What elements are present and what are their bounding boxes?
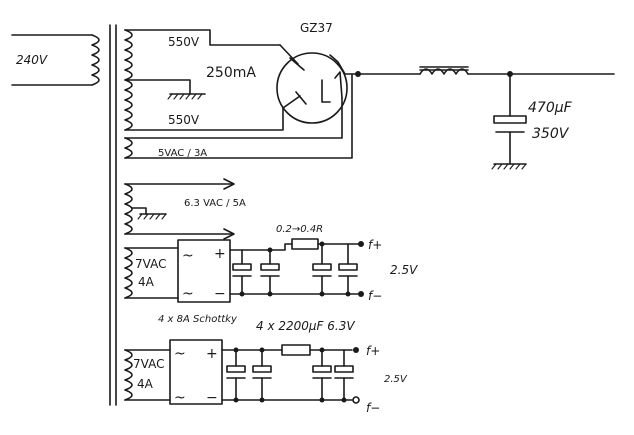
- rectifier-heater-winding: [124, 73, 353, 159]
- filament-supply-1: [124, 238, 364, 303]
- heater-63-label: 6.3 VAC / 5A: [184, 198, 246, 209]
- pos-terminal-2-label: f+: [366, 344, 380, 358]
- filament-supply-2: [124, 339, 360, 405]
- resistor-value-label: 0.2→0.4R: [276, 224, 323, 235]
- rectifier-heater-label: 5VAC / 3A: [158, 148, 207, 159]
- hv-bottom-voltage-label: 550V: [168, 113, 200, 127]
- bridge-1-ac-top: ~: [182, 248, 194, 264]
- bridge-2-ac-bottom: ~: [174, 390, 186, 406]
- hv-current-label: 250mA: [206, 65, 256, 81]
- winding-2-amps-label: 4A: [137, 377, 154, 391]
- mains-voltage-label: 240V: [16, 53, 48, 67]
- winding-1-amps-label: 4A: [138, 275, 155, 289]
- hv-top-voltage-label: 550V: [168, 35, 200, 49]
- winding-2-volts-label: 7VAC: [133, 357, 164, 371]
- heater-63-winding: [124, 178, 235, 240]
- bridge-2-ac-top: ~: [174, 346, 186, 362]
- bridge-note-label: 4 x 8A Schottky: [158, 314, 238, 325]
- out-voltage-1-label: 2.5V: [390, 263, 418, 277]
- main-cap-value-label: 470µF: [528, 100, 573, 116]
- rectifier-tube: [276, 44, 359, 124]
- bridge-1-ac-bottom: ~: [182, 286, 194, 302]
- out-voltage-2-label: 2.5V: [384, 374, 408, 385]
- bridge-2-plus: +: [206, 346, 218, 362]
- main-cap-voltage-label: 350V: [532, 126, 570, 142]
- rectifier-label: GZ37: [300, 21, 333, 35]
- bridge-2-minus: −: [206, 390, 218, 406]
- winding-1-volts-label: 7VAC: [135, 257, 166, 271]
- pos-terminal-1-label: f+: [368, 238, 382, 252]
- bridge-1-minus: −: [214, 286, 226, 302]
- neg-terminal-1-label: f−: [368, 289, 382, 303]
- hv-secondary-winding: [124, 29, 284, 131]
- transformer-core: [109, 24, 117, 406]
- neg-terminal-2-label: f−: [366, 401, 380, 415]
- bridge-1-plus: +: [214, 246, 226, 262]
- primary-winding: [11, 34, 100, 86]
- caps-note-label: 4 x 2200µF 6.3V: [256, 319, 355, 333]
- main-filter-capacitor: [491, 73, 527, 170]
- hv-output-line: [355, 66, 615, 77]
